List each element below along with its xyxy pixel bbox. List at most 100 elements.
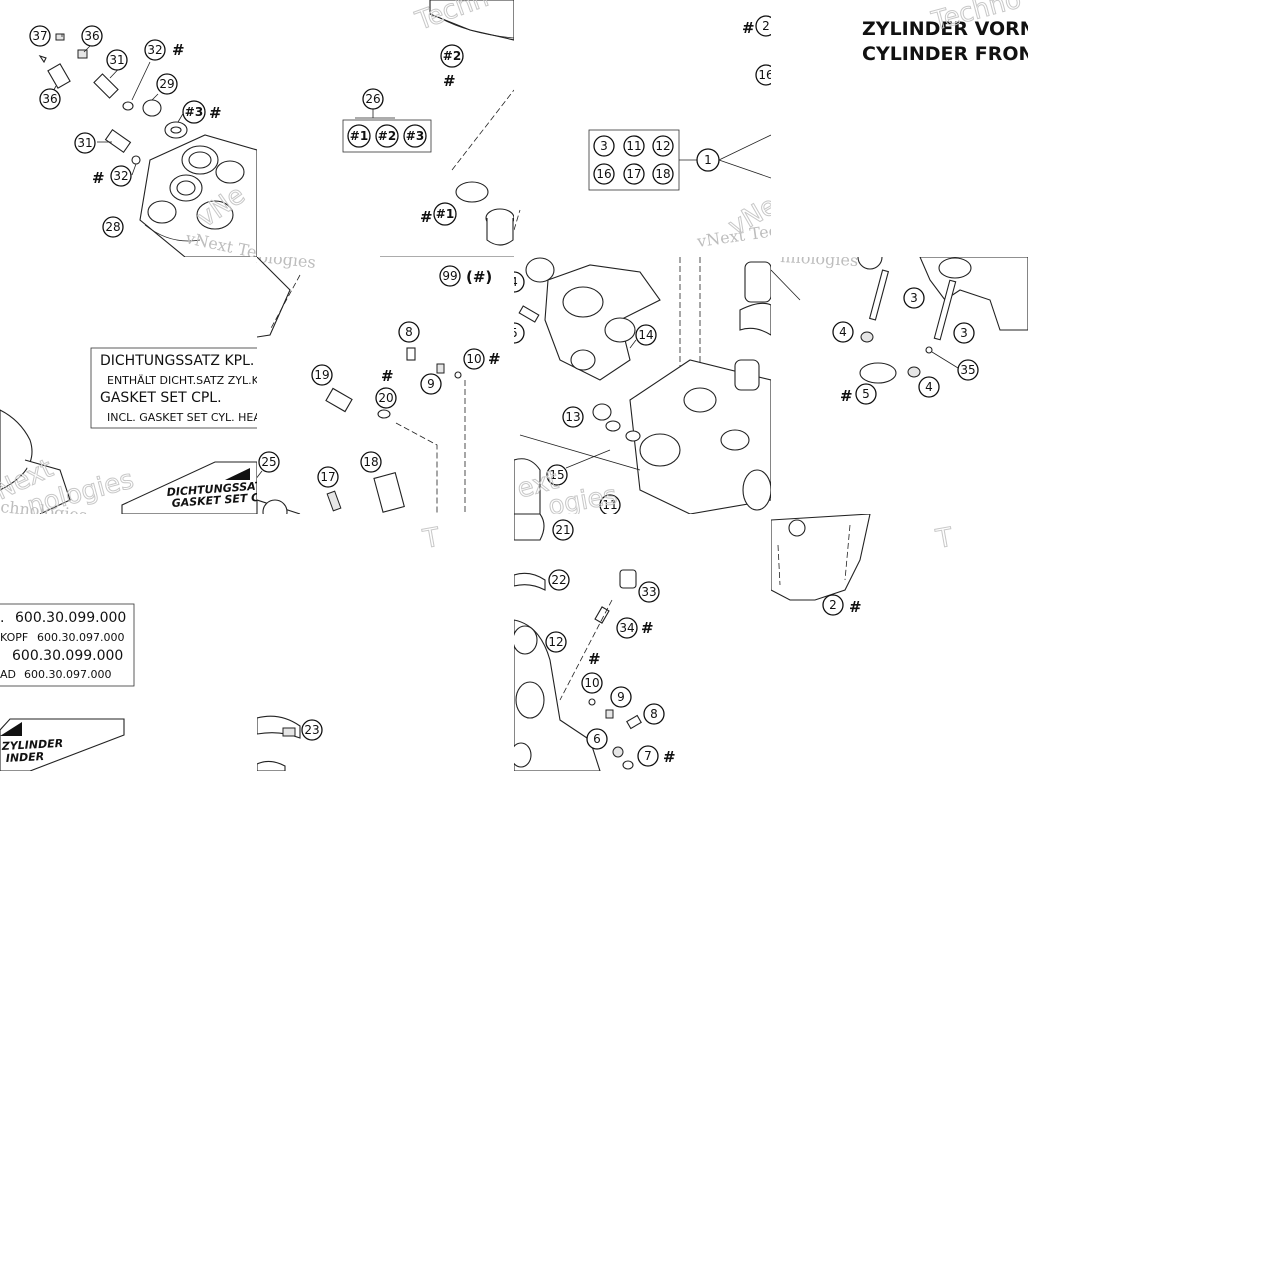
svg-text:31: 31 (77, 136, 92, 150)
svg-text:99: 99 (442, 269, 457, 283)
svg-text:KOPF: KOPF (0, 631, 28, 644)
svg-text:2: 2 (762, 19, 770, 33)
svg-text:#3: #3 (406, 129, 424, 143)
svg-text:22: 22 (551, 573, 566, 587)
svg-text:#2: #2 (378, 129, 396, 143)
svg-text:#: # (92, 169, 105, 187)
svg-text:#: # (381, 367, 394, 385)
svg-text:GASKET SET CPL.: GASKET SET CPL. (100, 390, 222, 406)
svg-text:#: # (420, 208, 433, 226)
svg-text:32: 32 (147, 43, 162, 57)
svg-text:600.30.097.000: 600.30.097.000 (37, 631, 124, 644)
svg-text:5: 5 (510, 326, 518, 340)
svg-text:#3: #3 (185, 105, 203, 119)
svg-text:(#): (#) (466, 268, 492, 286)
svg-text:#: # (641, 619, 654, 637)
svg-text:#: # (488, 350, 501, 368)
svg-text:#: # (443, 72, 456, 90)
svg-text:36: 36 (42, 92, 57, 106)
svg-text:#1: #1 (436, 207, 454, 221)
svg-text:15: 15 (549, 468, 564, 482)
svg-text:4: 4 (839, 325, 847, 339)
svg-text:GASKET SET CYL.: GASKET SET CYL. (171, 490, 278, 510)
tile-mid-center-left: ologies 99 (#) 8 10 # 19 # 9 20 18 17 25 (257, 257, 501, 514)
tile-top-center-left: #2 # 26 #1 #2 #3 # #1 Techn (342, 0, 514, 257)
tile-bottom-right: 2 # T (771, 514, 955, 616)
tile-bottom-center-right: 21 22 33 34 # 12 # 10 9 8 6 7 # (514, 514, 676, 771)
svg-text:#: # (663, 748, 676, 766)
tile-top-left: 37 36 31 32 # 29 #3 # 31 # 32 36 28 vNex… (29, 25, 257, 257)
svg-text:3: 3 (600, 139, 608, 153)
tile-mid-right: hnologies 3 4 3 35 4 # 5 (771, 247, 1028, 405)
svg-text:26: 26 (365, 92, 380, 106)
svg-text:4: 4 (925, 380, 933, 394)
svg-text:16: 16 (596, 167, 611, 181)
svg-text:12: 12 (548, 635, 563, 649)
svg-text:33: 33 (641, 585, 656, 599)
svg-text:1: 1 (704, 153, 712, 167)
svg-text:14: 14 (638, 328, 653, 342)
svg-text:INDER: INDER (5, 750, 44, 765)
svg-text:34: 34 (619, 621, 634, 635)
svg-text:13: 13 (565, 410, 580, 424)
tile-bottom-left: . 600.30.099.000 KOPF 600.30.097.000 600… (0, 603, 135, 771)
svg-text:hnologies: hnologies (780, 247, 859, 270)
svg-text:35: 35 (960, 363, 975, 377)
svg-text:18: 18 (363, 455, 378, 469)
svg-text:AD: AD (0, 668, 16, 681)
title-de: ZYLINDER VORNE (862, 18, 1049, 40)
svg-text:19: 19 (314, 368, 329, 382)
svg-text:36: 36 (84, 29, 99, 43)
svg-text:4: 4 (510, 275, 518, 289)
svg-text:10: 10 (584, 676, 599, 690)
svg-text:5: 5 (862, 387, 870, 401)
svg-text:ENTHÄLT DICHT.SATZ ZYL.KOPF: ENTHÄLT DICHT.SATZ ZYL.KOPF (107, 374, 280, 387)
svg-text:#: # (840, 387, 853, 405)
svg-text:8: 8 (405, 325, 413, 339)
tile-bottom-center-left: T 23 (257, 522, 442, 771)
svg-text:.: . (0, 610, 4, 626)
svg-text:6: 6 (593, 732, 601, 746)
svg-text:11: 11 (602, 498, 617, 512)
svg-text:37: 37 (32, 29, 47, 43)
svg-text:#: # (588, 650, 601, 668)
svg-text:3: 3 (960, 326, 968, 340)
svg-text:2: 2 (829, 598, 837, 612)
svg-text:#: # (849, 598, 862, 616)
svg-text:T: T (933, 523, 955, 555)
svg-text:31: 31 (109, 53, 124, 67)
svg-text:ZYLINDER: ZYLINDER (0, 737, 63, 753)
svg-text:DICHTUNGSSATZ: DICHTUNGSSATZ (166, 479, 271, 499)
svg-text:#: # (742, 19, 755, 37)
svg-text:17: 17 (626, 167, 641, 181)
title-en: CYLINDER FRONT (862, 43, 1047, 65)
svg-text:9: 9 (427, 377, 435, 391)
svg-text:DICHTUNGSSATZ KPL.: DICHTUNGSSATZ KPL. (100, 353, 254, 369)
svg-text:3: 3 (910, 291, 918, 305)
svg-text:16: 16 (758, 68, 773, 82)
svg-text:#: # (172, 41, 185, 59)
svg-text:32: 32 (113, 169, 128, 183)
tile-mid-left: DICHTUNGSSATZ KPL. ENTHÄLT DICHT.SATZ ZY… (0, 262, 280, 514)
svg-text:600.30.099.000: 600.30.099.000 (15, 610, 126, 626)
svg-text:#: # (209, 104, 222, 122)
svg-text:7: 7 (644, 749, 652, 763)
svg-text:12: 12 (655, 139, 670, 153)
svg-text:T: T (420, 523, 442, 555)
svg-text:#2: #2 (443, 49, 461, 63)
tile-mid-center-right: 4 5 14 13 15 11 ext ogies (510, 257, 771, 514)
svg-text:8: 8 (650, 707, 658, 721)
svg-text:28: 28 (105, 220, 120, 234)
svg-text:10: 10 (466, 352, 481, 366)
svg-text:17: 17 (320, 470, 335, 484)
svg-text:9: 9 (617, 690, 625, 704)
svg-text:600.30.097.000: 600.30.097.000 (24, 668, 111, 681)
svg-text:25: 25 (261, 455, 276, 469)
svg-text:#1: #1 (350, 129, 368, 143)
svg-text:21: 21 (555, 523, 570, 537)
tile-top-right: ZYLINDER VORNE CYLINDER FRONT Techno (862, 0, 1049, 65)
svg-text:18: 18 (655, 167, 670, 181)
svg-text:29: 29 (159, 77, 174, 91)
svg-text:20: 20 (378, 391, 393, 405)
tile-top-center-right: # 2 16 3 11 12 16 17 18 1 vNext Tec vNe (514, 15, 773, 251)
